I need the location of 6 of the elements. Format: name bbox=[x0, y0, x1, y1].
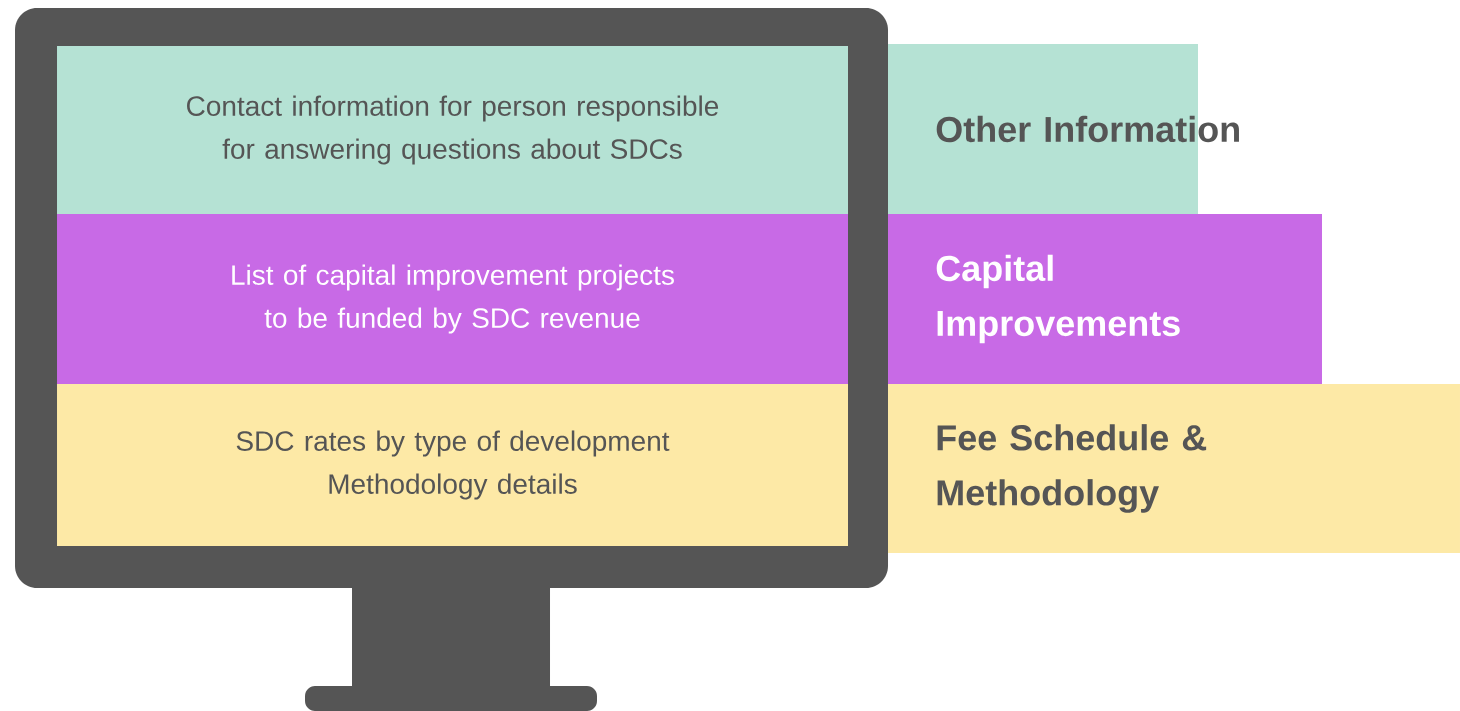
tab-band: Capital Improvements bbox=[888, 214, 1322, 384]
screen-band: Contact information for person responsible for answering questions about SDCs bbox=[57, 46, 848, 214]
screen-band: SDC rates by type of development Methodology details bbox=[57, 384, 848, 546]
tab-band: Fee Schedule & Methodology bbox=[888, 384, 1460, 553]
tab-band: Other Information bbox=[888, 44, 1239, 214]
screen-band: List of capital improvement projects to be funded by SDC revenue bbox=[57, 214, 848, 384]
